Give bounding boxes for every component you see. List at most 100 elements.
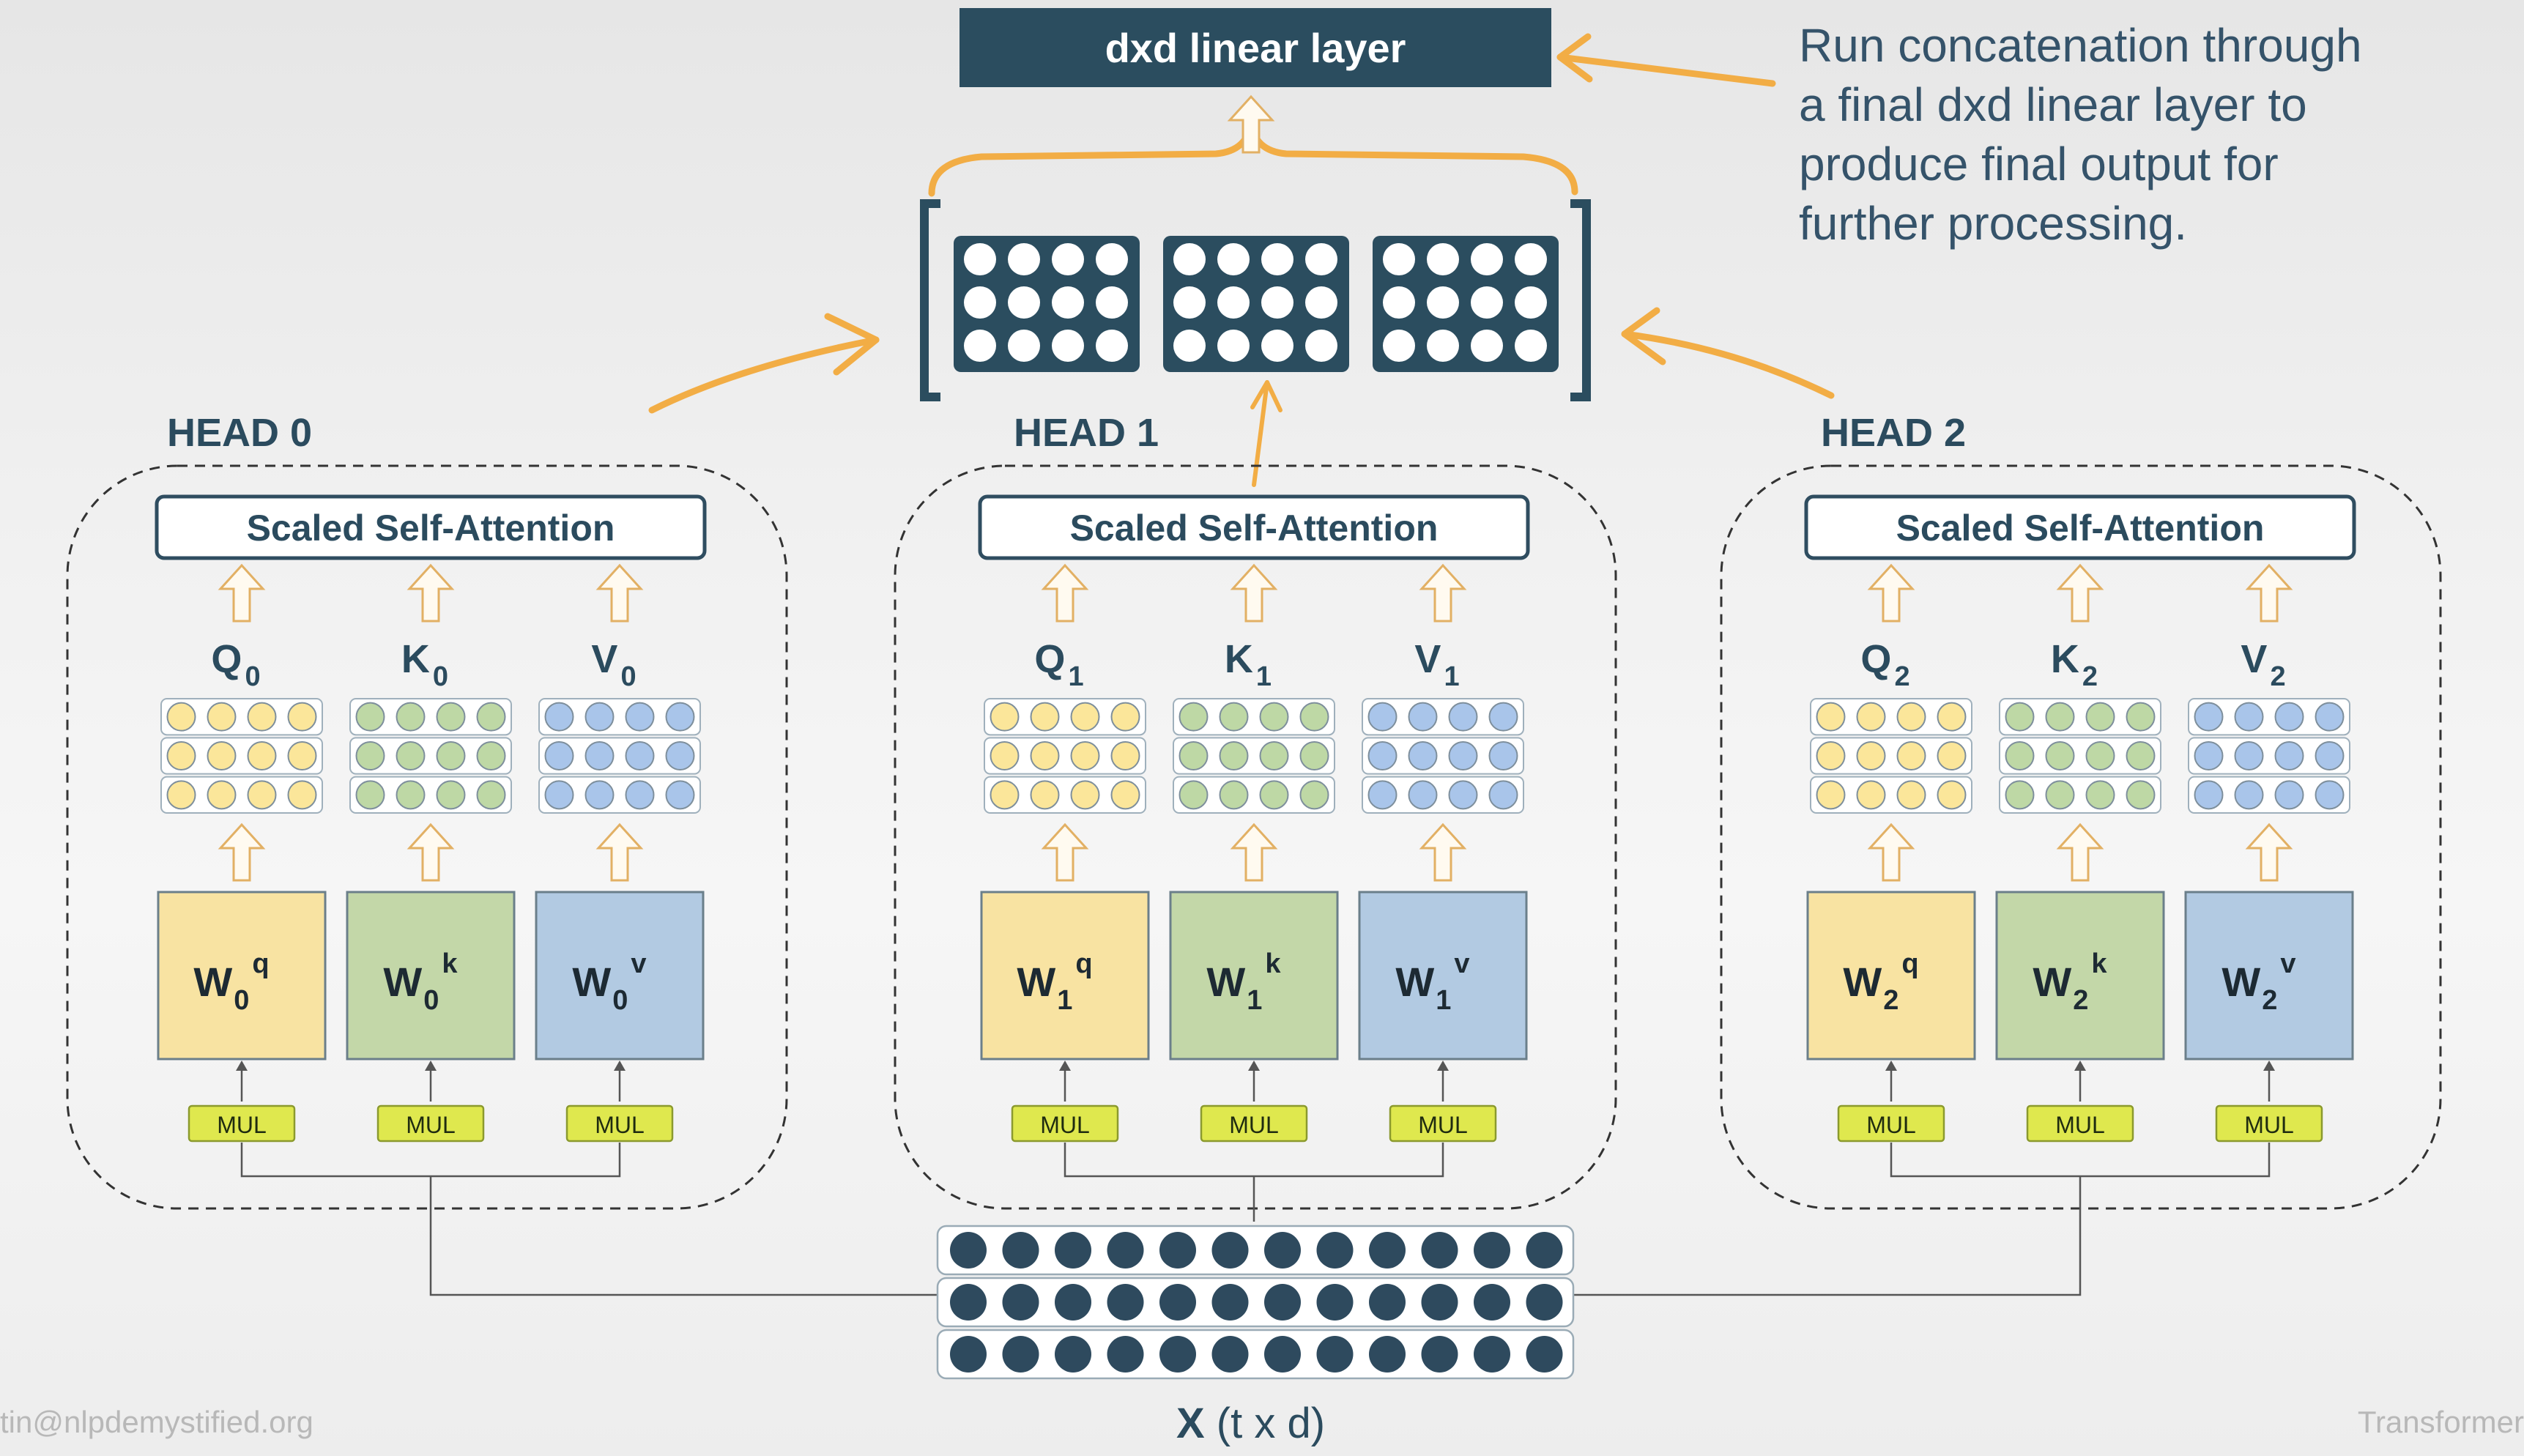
projected-matrix — [160, 698, 323, 814]
weight-matrix-superscript: v — [2280, 948, 2295, 979]
matrix-cell — [2085, 702, 2115, 732]
concat-cell — [964, 286, 996, 319]
input-cell — [950, 1232, 987, 1269]
mul-connector-head — [425, 1061, 437, 1071]
matrix-cell — [1408, 780, 1438, 810]
mul-op-label: MUL — [595, 1112, 645, 1138]
head-title: HEAD 1 — [1014, 411, 1159, 455]
mul-op-label: MUL — [1229, 1112, 1279, 1138]
matrix-cell — [2234, 780, 2264, 810]
input-cell — [1002, 1232, 1039, 1269]
projected-matrix — [1362, 698, 1524, 814]
head-title: HEAD 2 — [1821, 411, 1967, 455]
matrix-cell — [990, 702, 1020, 732]
input-cell — [1421, 1232, 1458, 1269]
matrix-cell — [1488, 780, 1518, 810]
matrix-cell — [476, 702, 506, 732]
projected-matrix — [1810, 698, 1972, 814]
input-cell — [950, 1336, 987, 1373]
concat-cell — [1305, 243, 1337, 275]
matrix-cell — [1816, 780, 1846, 810]
mul-connector-head — [614, 1061, 626, 1071]
concat-left-bracket — [920, 199, 940, 401]
projected-matrix — [984, 698, 1146, 814]
matrix-cell — [2085, 780, 2115, 810]
matrix-cell — [665, 702, 695, 732]
matrix-cell — [247, 702, 277, 732]
head0-arrow — [648, 336, 880, 414]
concat-block-bg — [1373, 236, 1559, 372]
weight-matrix-superscript: k — [2091, 948, 2107, 979]
input-row — [936, 1277, 1575, 1328]
projection-up-arrow — [1419, 563, 1467, 623]
input-cell — [1159, 1336, 1196, 1373]
weight-up-arrow — [1867, 822, 1915, 882]
matrix-cell — [1408, 702, 1438, 732]
input-cell — [1264, 1232, 1301, 1269]
input-cell — [1159, 1232, 1196, 1269]
input-cell — [1369, 1284, 1406, 1321]
weight-matrix-index: 2 — [1883, 985, 1898, 1016]
input-cell — [1002, 1336, 1039, 1373]
mul-op-label: MUL — [1418, 1112, 1468, 1138]
weight-matrix-superscript: k — [1265, 948, 1281, 979]
matrix-cell — [1299, 780, 1329, 810]
weight-matrix-label: W2v — [2222, 948, 2295, 1016]
weight-matrix-box — [346, 891, 516, 1061]
matrix-cell — [1179, 780, 1209, 810]
matrix-label-index: 2 — [2082, 661, 2098, 692]
matrix-cell — [1856, 780, 1886, 810]
mul-op-box — [565, 1104, 674, 1143]
matrix-row — [349, 737, 512, 775]
matrix-cell — [1259, 780, 1289, 810]
matrix-cell — [1367, 702, 1398, 732]
input-cell — [1107, 1336, 1144, 1373]
input-cell — [950, 1284, 987, 1321]
input-cell — [1526, 1284, 1563, 1321]
matrix-cell — [1448, 780, 1478, 810]
concat-cell — [1173, 286, 1206, 319]
mul-wiring — [240, 1143, 621, 1178]
input-cell — [1055, 1232, 1091, 1269]
matrix-row — [1999, 698, 2161, 736]
head-boundary — [1720, 464, 2442, 1210]
head-boundary — [66, 464, 788, 1210]
concat-cell — [964, 330, 996, 362]
head2-arrow-head — [1621, 307, 1666, 365]
matrix-label-index: 1 — [1256, 661, 1272, 692]
mul-wiring — [1890, 1143, 2271, 1178]
input-cell — [1055, 1284, 1091, 1321]
projection-up-arrow — [595, 563, 644, 623]
matrix-cell — [396, 741, 426, 770]
matrix-row — [984, 698, 1146, 736]
matrix-cell — [2274, 741, 2304, 770]
weight-up-arrow — [407, 822, 455, 882]
matrix-cell — [436, 780, 466, 810]
matrix-cell — [584, 741, 615, 770]
footer-email: tin@nlpdemystified.org — [0, 1405, 313, 1439]
input-cell — [1316, 1232, 1354, 1269]
mul-op-label: MUL — [1866, 1112, 1916, 1138]
matrix-row — [1810, 776, 1972, 814]
weight-matrix-index: 1 — [1057, 985, 1072, 1016]
scaled-attention-box — [1804, 494, 2356, 560]
matrix-cell — [2126, 780, 2156, 810]
weight-matrix-superscript: k — [442, 948, 458, 979]
mul-connector-head — [2263, 1061, 2275, 1071]
output-arrow — [1227, 94, 1275, 154]
matrix-row — [160, 698, 323, 736]
matrix-cell — [2005, 741, 2035, 770]
matrix-cell — [1030, 702, 1060, 732]
concat-block-bg — [1163, 236, 1349, 372]
input-cell — [1474, 1232, 1510, 1269]
concat-right-bracket — [1570, 199, 1591, 401]
matrix-cell — [625, 741, 655, 770]
matrix-cell — [1856, 741, 1886, 770]
matrix-cell — [1070, 780, 1100, 810]
matrix-cell — [355, 702, 385, 732]
projection-up-arrow — [2245, 563, 2293, 623]
